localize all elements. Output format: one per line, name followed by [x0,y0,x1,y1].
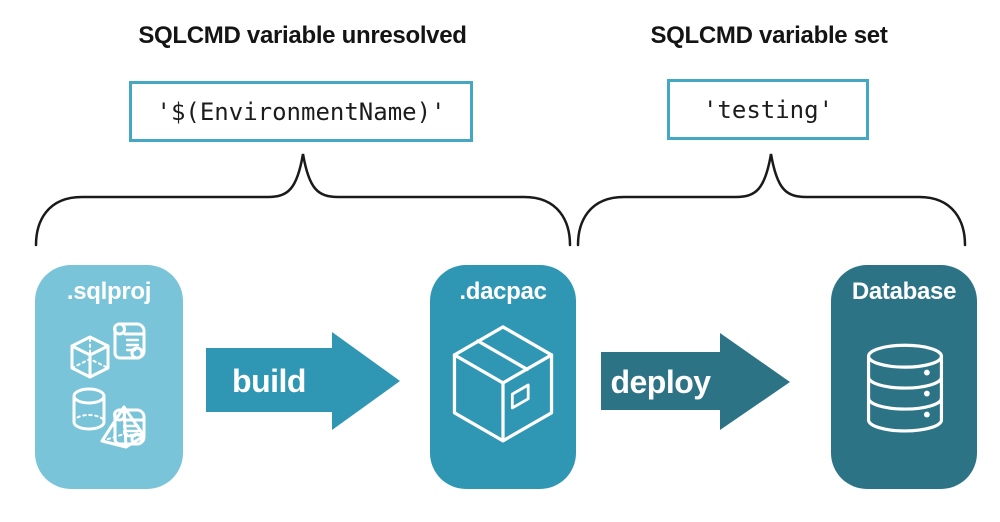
code-testing-value: 'testing' [702,95,834,124]
cube-icon [70,335,110,379]
node-dacpac-card: .dacpac [430,265,576,489]
node-database-card: Database [831,265,977,489]
build-arrow-label: build [232,362,306,399]
brace-left-icon [34,153,572,247]
brace-right-icon [576,153,967,247]
package-box-icon [452,325,554,443]
code-box-environment-variable: '$(EnvironmentName)' [129,81,473,142]
node-database-label: Database [851,278,957,305]
node-sqlproj-label: .sqlproj [66,278,152,305]
deploy-arrow-label: deploy [610,363,711,400]
code-box-testing-value: 'testing' [667,79,869,140]
code-environment-variable: '$(EnvironmentName)' [156,97,446,126]
heading-sqlcmd-unresolved: SQLCMD variable unresolved [138,22,467,49]
sql-project-objects-icon [70,322,146,449]
deploy-arrow-icon [601,333,790,430]
heading-sqlcmd-set: SQLCMD variable set [650,22,888,49]
node-sqlproj-card: .sqlproj [35,265,183,489]
script-scroll-icon [113,322,146,360]
cylinder-icon [72,387,106,431]
build-arrow-icon [206,332,400,430]
database-cylinder-icon [866,343,944,433]
node-dacpac-label: .dacpac [459,278,547,305]
